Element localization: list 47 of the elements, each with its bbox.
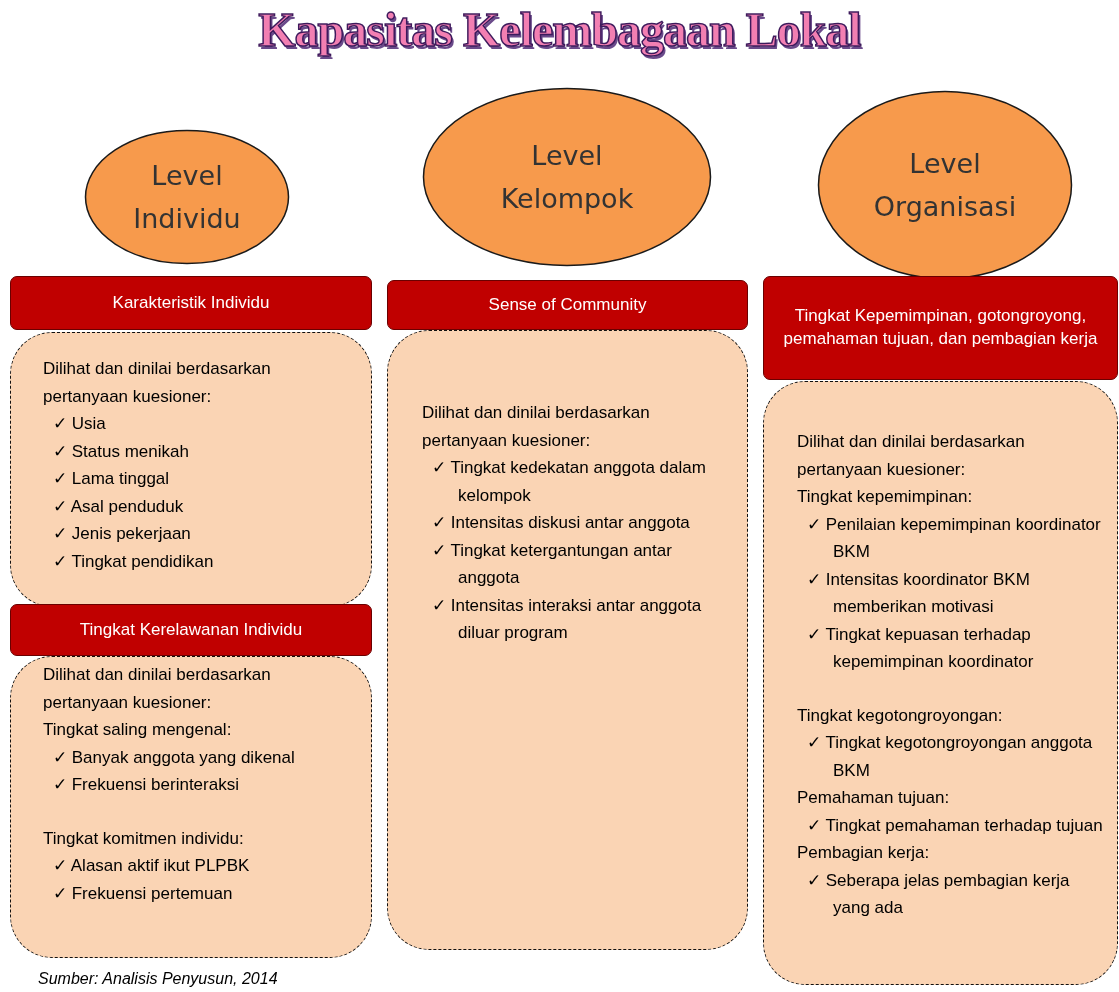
- body-text: Dilihat dan dinilai berdasarkan pertanyaan kuesioner:: [43, 664, 272, 714]
- dashed-panel: [10, 656, 372, 958]
- checklist-item: ✓ Lama tinggal: [52, 468, 171, 490]
- checklist-item: ✓ Banyak anggota yang dikenal: [52, 746, 296, 769]
- checklist-item: ✓ Asal penduduk: [52, 495, 185, 518]
- header-text: Tingkat Kepemimpinan, gotongroyong, pemahaman tujuan, dan pembagian kerja: [782, 305, 1099, 350]
- title-text: Kapasitas Kelembagaan Lokal: [257, 2, 862, 57]
- checklist-item: ✓ Tingkat kegotongroyongan anggota BKM: [806, 732, 1094, 782]
- body-text: Pemahaman tujuan:: [797, 787, 951, 809]
- body-text: Tingkat saling mengenal:: [43, 719, 233, 741]
- header-bar: [10, 276, 372, 330]
- header-bar: [10, 604, 372, 656]
- checklist-item: ✓ Status menikah: [52, 440, 190, 463]
- checklist-item: ✓ Alasan aktif ikut PLPBK: [52, 855, 251, 877]
- level-label: Level Kelompok: [499, 138, 635, 216]
- header-text: Karakteristik Individu: [112, 291, 270, 314]
- header-text: Tingkat Kerelawanan Individu: [79, 618, 303, 641]
- header-bar: [763, 276, 1118, 380]
- level-label: Level Individu: [132, 158, 242, 236]
- dashed-panel: [763, 381, 1118, 985]
- checklist-item: ✓ Tingkat pemahaman terhadap tujuan: [806, 814, 1104, 837]
- body-text: Dilihat dan dinilai berdasarkan pertanyaan kuesioner:: [422, 402, 651, 452]
- dashed-panel: [387, 330, 748, 950]
- checklist-item: ✓ Frekuensi berinteraksi: [52, 774, 240, 796]
- source-caption: Sumber: Analisis Penyusun, 2014: [38, 970, 278, 988]
- checklist-item: ✓ Tingkat kedekatan anggota dalam kelompok: [431, 457, 707, 507]
- body-text: Tingkat komitmen individu:: [43, 827, 245, 850]
- body-text: Pembagian kerja:: [797, 842, 931, 864]
- checklist-item: ✓ Seberapa jelas pembagian kerja yang ada: [806, 869, 1071, 919]
- checklist-item: ✓ Frekuensi pertemuan: [52, 882, 234, 905]
- checklist-item: ✓ Tingkat pendidikan: [52, 550, 215, 573]
- checklist-item: ✓ Usia: [52, 413, 107, 435]
- checklist-item: ✓ Intensitas koordinator BKM memberikan motivasi: [806, 568, 1031, 618]
- checklist-item: ✓ Tingkat kepuasan terhadap kepemimpinan koordinator: [806, 623, 1035, 673]
- body-text: Dilihat dan dinilai berdasarkan pertanyaan kuesioner:: [43, 358, 272, 408]
- checklist-item: ✓ Penilaian kepemimpinan koordinator BKM: [806, 513, 1102, 563]
- body-text: Tingkat kegotongroyongan:: [797, 704, 1004, 727]
- body-text: Tingkat kepemimpinan:: [797, 486, 974, 508]
- header-text: Sense of Community: [488, 293, 647, 316]
- body-text: Dilihat dan dinilai berdasarkan pertanyaan kuesioner:: [797, 431, 1026, 481]
- level-label: Level Organisasi: [872, 146, 1018, 224]
- checklist-item: ✓ Jenis pekerjaan: [52, 523, 192, 545]
- checklist-item: ✓ Intensitas diskusi antar anggota: [431, 512, 691, 534]
- dashed-panel: [10, 332, 372, 607]
- checklist-item: ✓ Tingkat ketergantungan antar anggota: [431, 539, 673, 589]
- checklist-item: ✓ Intensitas interaksi antar anggota diluar program: [431, 594, 703, 644]
- header-bar: [387, 280, 748, 330]
